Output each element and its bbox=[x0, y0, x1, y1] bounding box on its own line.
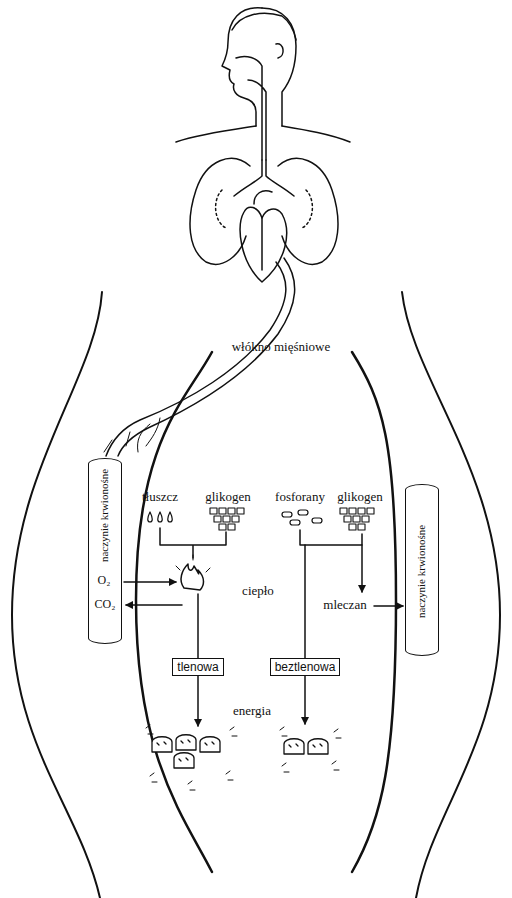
flame-sparks bbox=[176, 555, 210, 572]
co2-arrow bbox=[126, 604, 182, 606]
glycogen-block bbox=[232, 516, 239, 522]
loaf bbox=[174, 753, 194, 768]
glow-stroke bbox=[226, 771, 233, 780]
glycogen-block bbox=[340, 508, 347, 514]
glow-stroke bbox=[188, 781, 195, 790]
loaf-mark bbox=[157, 742, 166, 745]
blood-vessel: naczynie krwionośne bbox=[405, 484, 439, 656]
heart-vessels bbox=[254, 191, 272, 270]
head-outline bbox=[222, 8, 262, 126]
phosphate-pills bbox=[282, 510, 322, 525]
glycogen-block bbox=[219, 524, 226, 530]
part-label: tłuszcz bbox=[142, 490, 178, 504]
glycogen-block bbox=[344, 516, 351, 522]
glycogen-block bbox=[214, 516, 221, 522]
hair bbox=[232, 13, 296, 40]
shoulders bbox=[176, 126, 350, 142]
bracket bbox=[300, 530, 362, 545]
glycogen-block bbox=[353, 516, 360, 522]
part-label: fosforany bbox=[275, 490, 325, 504]
lactate-arrow bbox=[361, 545, 363, 592]
part-label: mleczan bbox=[321, 598, 368, 612]
part-label: włókno mięśniowe bbox=[232, 340, 331, 354]
glycogen-block bbox=[228, 508, 235, 514]
glycogen-block bbox=[362, 516, 369, 522]
glow-stroke bbox=[282, 763, 289, 772]
glycogen-block bbox=[349, 508, 356, 514]
anaerobic-path bbox=[304, 545, 306, 724]
alveoli bbox=[216, 190, 313, 228]
nasal-airway bbox=[236, 56, 266, 160]
part-label: glikogen bbox=[205, 490, 251, 504]
loaf-mark bbox=[205, 742, 214, 745]
loaf-mark bbox=[289, 744, 298, 747]
loaf bbox=[308, 739, 328, 754]
glycogen-block bbox=[358, 508, 365, 514]
glow-stroke bbox=[280, 727, 287, 736]
vein bbox=[118, 258, 295, 456]
fat-drops bbox=[148, 512, 173, 522]
part-label: energia bbox=[231, 704, 273, 718]
glycogen-block bbox=[223, 516, 230, 522]
ear bbox=[276, 44, 283, 58]
part-label: ciepło bbox=[242, 584, 274, 598]
loaf-mark bbox=[313, 744, 322, 747]
part-label: O₂ bbox=[98, 574, 111, 587]
lactate-out-arrow bbox=[374, 605, 403, 607]
loaf bbox=[152, 737, 172, 752]
box-label: tlenowa bbox=[177, 660, 218, 674]
loaf bbox=[176, 735, 196, 750]
oxygen-arrow bbox=[124, 581, 176, 583]
glow-stroke bbox=[150, 773, 157, 782]
loaf-mark bbox=[179, 758, 188, 761]
loaf bbox=[200, 737, 220, 752]
flame bbox=[181, 564, 203, 590]
part-label: glikogen bbox=[337, 490, 383, 504]
muscle-outline bbox=[402, 292, 500, 898]
loaf-mark bbox=[181, 740, 190, 743]
left-lung bbox=[190, 158, 250, 264]
box-label: beztlenowa bbox=[275, 660, 336, 674]
glycogen-block bbox=[210, 508, 217, 514]
right-lung bbox=[278, 158, 338, 264]
glow-stroke bbox=[230, 727, 237, 736]
energy-glow bbox=[146, 725, 341, 790]
process-box: beztlenowa bbox=[270, 658, 341, 676]
bracket bbox=[160, 528, 226, 558]
glycogen-blocks bbox=[210, 508, 374, 530]
artery bbox=[106, 262, 286, 456]
glycogen-block bbox=[367, 508, 374, 514]
capillaries bbox=[104, 418, 160, 452]
glow-stroke bbox=[334, 729, 341, 738]
process-box: tlenowa bbox=[172, 658, 223, 676]
heart bbox=[240, 207, 286, 282]
loaf bbox=[284, 739, 304, 754]
glycogen-block bbox=[349, 524, 356, 530]
blood-vessel: naczynie krwionośne bbox=[88, 458, 122, 644]
energy-loaves bbox=[152, 735, 328, 768]
vessel-label: naczynie krwionośne bbox=[416, 524, 427, 617]
part-label: CO₂ bbox=[95, 598, 116, 611]
glycogen-block bbox=[358, 524, 365, 530]
glycogen-block bbox=[237, 508, 244, 514]
glow-stroke bbox=[146, 725, 153, 734]
glycogen-block bbox=[219, 508, 226, 514]
vessel-label: naczynie krwionośne bbox=[99, 468, 110, 561]
glycogen-block bbox=[228, 524, 235, 530]
glow-stroke bbox=[332, 761, 339, 770]
muscle-fiber bbox=[136, 352, 212, 872]
